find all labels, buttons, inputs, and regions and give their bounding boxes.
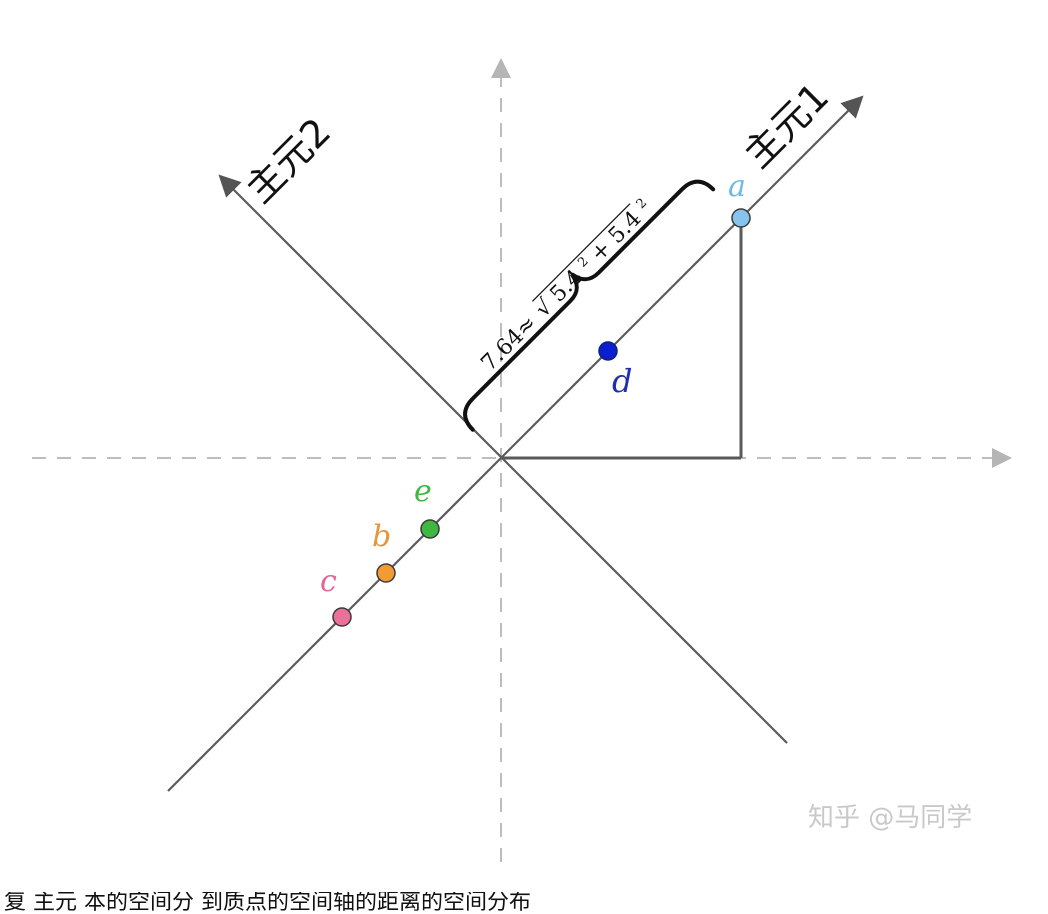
- point-d: [598, 341, 618, 361]
- label-d: d: [612, 362, 632, 400]
- formula-radicand-b: 5.4: [604, 206, 646, 248]
- svg-text:7.64≈ √ 5.4: 7.64≈ √ 5.4 2 + 5.4 2: [471, 190, 657, 376]
- formula-exp-b: 2: [634, 196, 650, 212]
- distance-formula: 7.64≈ √ 5.4 2 + 5.4 2: [471, 190, 657, 377]
- label-c: c: [320, 564, 337, 599]
- distance-brace: [463, 179, 716, 432]
- formula-plus: +: [586, 236, 617, 267]
- label-b: b: [372, 519, 391, 554]
- point-e: [420, 519, 440, 539]
- label-e: e: [414, 474, 432, 509]
- point-c: [332, 607, 352, 627]
- label-a: a: [728, 169, 746, 204]
- point-a: [731, 208, 751, 228]
- point-b: [376, 563, 396, 583]
- formula-radicand-a: 5.4: [545, 265, 587, 307]
- watermark: 知乎 @马同学: [808, 803, 972, 833]
- formula-lhs: 7.64≈: [477, 311, 542, 376]
- pc1-label: 主元1: [735, 74, 837, 176]
- figure-caption: 复 主元 本的空间分 到质点的空间轴的距离的空间分布: [4, 892, 531, 914]
- pc2-label: 主元2: [237, 109, 339, 211]
